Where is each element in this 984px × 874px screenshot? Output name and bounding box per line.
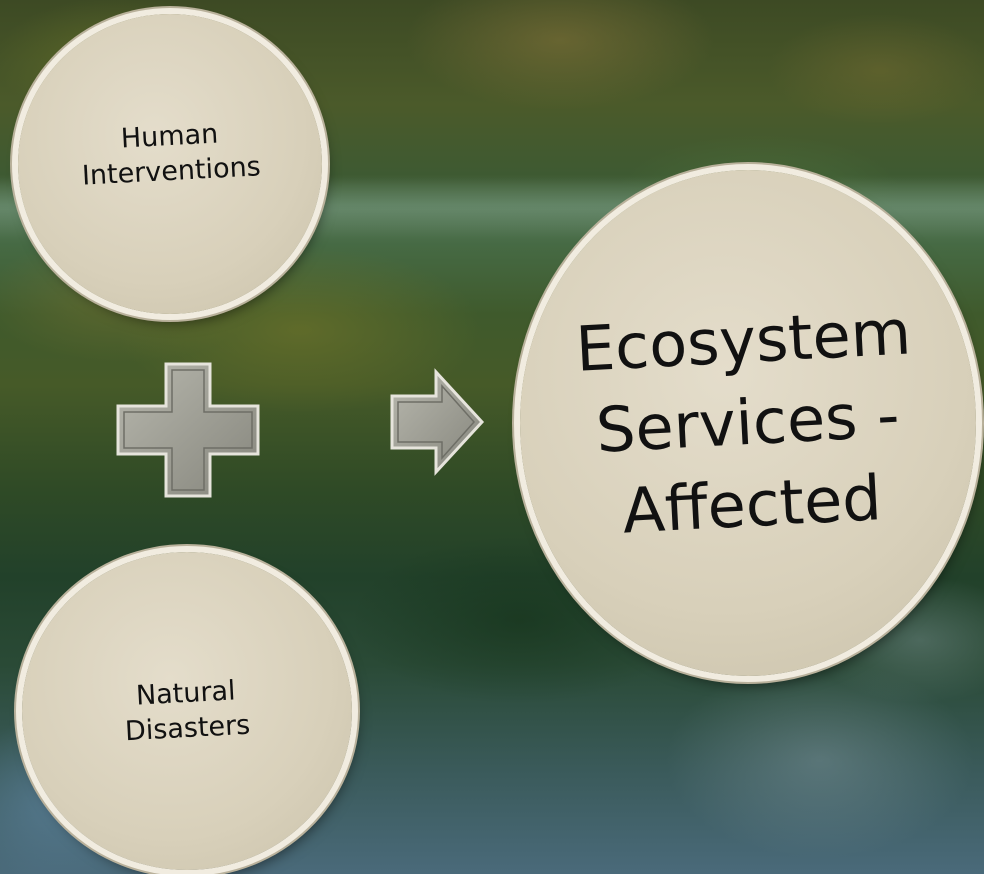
human-interventions-circle: Human Interventions: [18, 14, 322, 314]
plus-icon: [116, 362, 260, 498]
arrow-right-icon: [390, 368, 485, 476]
natural-disasters-circle: Natural Disasters: [22, 552, 352, 870]
natural-disasters-label: Natural Disasters: [124, 675, 252, 748]
ecosystem-services-circle: Ecosystem Services - Affected: [520, 170, 976, 676]
human-interventions-label: Human Interventions: [80, 118, 262, 192]
ecosystem-services-label: Ecosystem Services - Affected: [574, 295, 914, 548]
